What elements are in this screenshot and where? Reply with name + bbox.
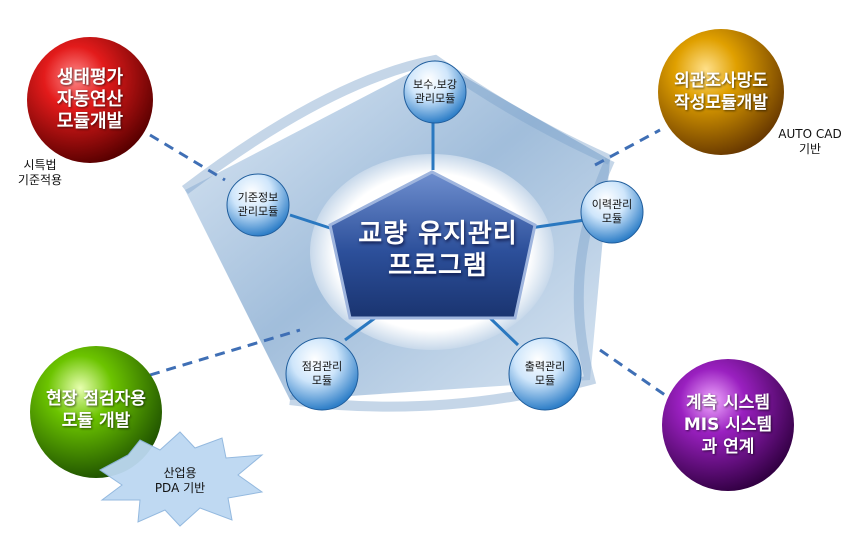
ball-red (27, 37, 153, 163)
pda-starburst (99, 431, 264, 527)
module-circle-bottom-right (508, 337, 582, 411)
module-circle-bottom-left (285, 337, 359, 411)
red-ball-note: 시특법 기준적용 (17, 158, 63, 187)
module-label-left: 기준정보 관리모듈 (237, 191, 279, 218)
outer-links (149, 128, 666, 397)
center-title: 교량 유지관리 프로그램 (343, 218, 533, 282)
center-title-line1: 교량 유지관리 (358, 219, 518, 249)
module-label-bottom-left: 점검관리 모듈 (301, 360, 343, 387)
module-label-right: 이력관리 모듈 (591, 198, 633, 225)
orange-ball-note: AUTO CAD 기반 (778, 127, 842, 156)
center-title-line2: 프로그램 (388, 251, 488, 281)
module-circles (226, 60, 644, 411)
center-pentagon (328, 170, 537, 320)
ball-orange-label: 외관조사망도 작성모듈개발 (674, 71, 768, 113)
module-label-top: 보수,보강 관리모듈 (413, 78, 457, 105)
module-label-bottom-right: 출력관리 모듈 (524, 360, 566, 387)
ball-green-label: 현장 점검자용 모듈 개발 (46, 389, 146, 431)
ball-green (30, 346, 162, 478)
swirl-stroke-2 (289, 157, 615, 412)
swirl-stroke-1 (181, 54, 613, 194)
ball-purple-label: 계측 시스템 MIS 시스템 과 연계 (683, 393, 773, 457)
module-circle-left (226, 173, 290, 237)
module-circle-top (403, 60, 467, 124)
pda-note: 산업용 PDA 기반 (154, 466, 206, 495)
module-connectors (289, 120, 586, 347)
ball-purple (662, 359, 794, 491)
module-circle-right (580, 180, 644, 244)
ball-orange (658, 29, 784, 155)
ball-red-label: 생태평가 자동연산 모듈개발 (56, 67, 124, 132)
